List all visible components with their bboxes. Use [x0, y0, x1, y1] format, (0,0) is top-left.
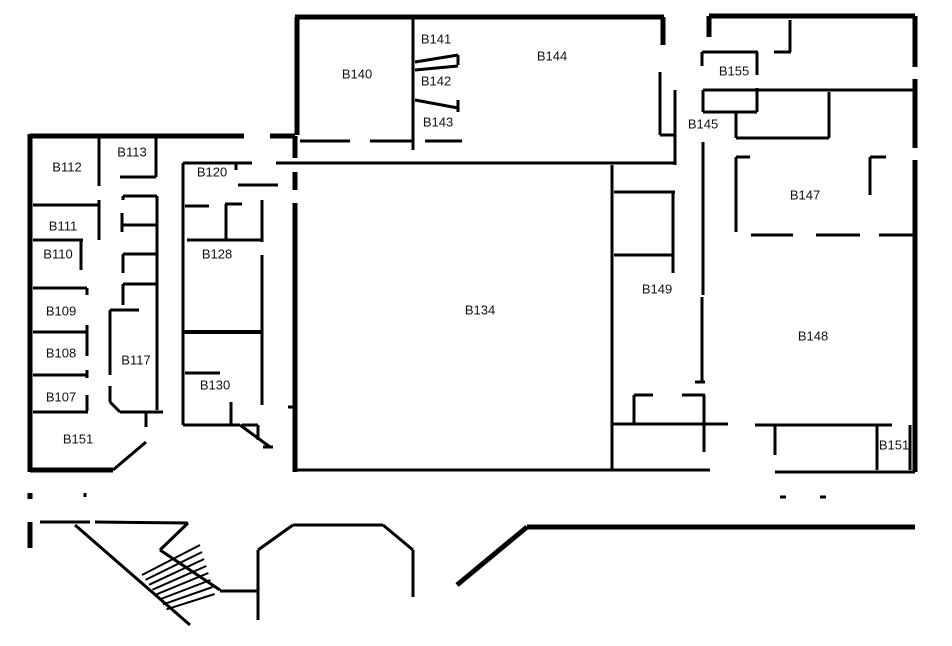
room-label-b111[interactable]: B111 [49, 218, 77, 233]
room-label-b140[interactable]: B140 [342, 66, 372, 81]
room-label-b113[interactable]: B113 [117, 144, 146, 159]
room-label-b109[interactable]: B109 [46, 303, 76, 318]
wall-segment [94, 520, 189, 525]
room-label-b107[interactable]: B107 [46, 389, 76, 404]
wall-segment [152, 565, 207, 591]
room-label-b141[interactable]: B141 [421, 31, 451, 46]
room-label-b151-west[interactable]: B151 [63, 431, 93, 446]
room-label-b147[interactable]: B147 [790, 187, 820, 202]
wall-segment [159, 548, 221, 592]
room-label-b143[interactable]: B143 [423, 114, 453, 129]
room-label-b149[interactable]: B149 [642, 281, 672, 296]
wall-segment [141, 544, 201, 576]
wall-segment [239, 423, 271, 449]
wall-segment [148, 558, 205, 586]
room-label-b117[interactable]: B117 [121, 352, 150, 367]
room-label-b144[interactable]: B144 [537, 48, 567, 63]
room-label-b151-east[interactable]: B151 [879, 437, 909, 452]
walls [27, 13, 918, 627]
room-label-b142[interactable]: B142 [421, 73, 451, 88]
wall-segment [455, 525, 529, 587]
room-label-b108[interactable]: B108 [46, 345, 76, 360]
room-label-b120[interactable]: B120 [197, 164, 227, 179]
wall-segment [414, 53, 459, 64]
wall-segment [166, 593, 216, 611]
wall-segment [162, 586, 213, 606]
room-label-b148[interactable]: B148 [798, 328, 828, 343]
wall-segment [108, 400, 122, 414]
room-label-b128[interactable]: B128 [202, 246, 232, 261]
room-labels: B140 B141 B142 B143 B144 B155 B145 B112 … [43, 31, 909, 452]
wall-segment [155, 572, 209, 596]
room-label-b134[interactable]: B134 [465, 302, 495, 317]
wall-segment [158, 521, 190, 552]
wall-segment [257, 523, 294, 552]
wall-segment [159, 579, 211, 601]
wall-segment [414, 64, 459, 72]
room-label-b110[interactable]: B110 [43, 246, 72, 261]
room-label-b130[interactable]: B130 [200, 377, 230, 392]
wall-segment [414, 98, 459, 110]
wall-segment [382, 523, 414, 552]
room-label-b155[interactable]: B155 [719, 63, 749, 78]
wall-segment [74, 523, 191, 627]
room-label-b112[interactable]: B112 [52, 159, 81, 174]
wall-segment [112, 440, 147, 472]
wall-segment [145, 551, 203, 581]
room-label-b145[interactable]: B145 [688, 116, 718, 131]
